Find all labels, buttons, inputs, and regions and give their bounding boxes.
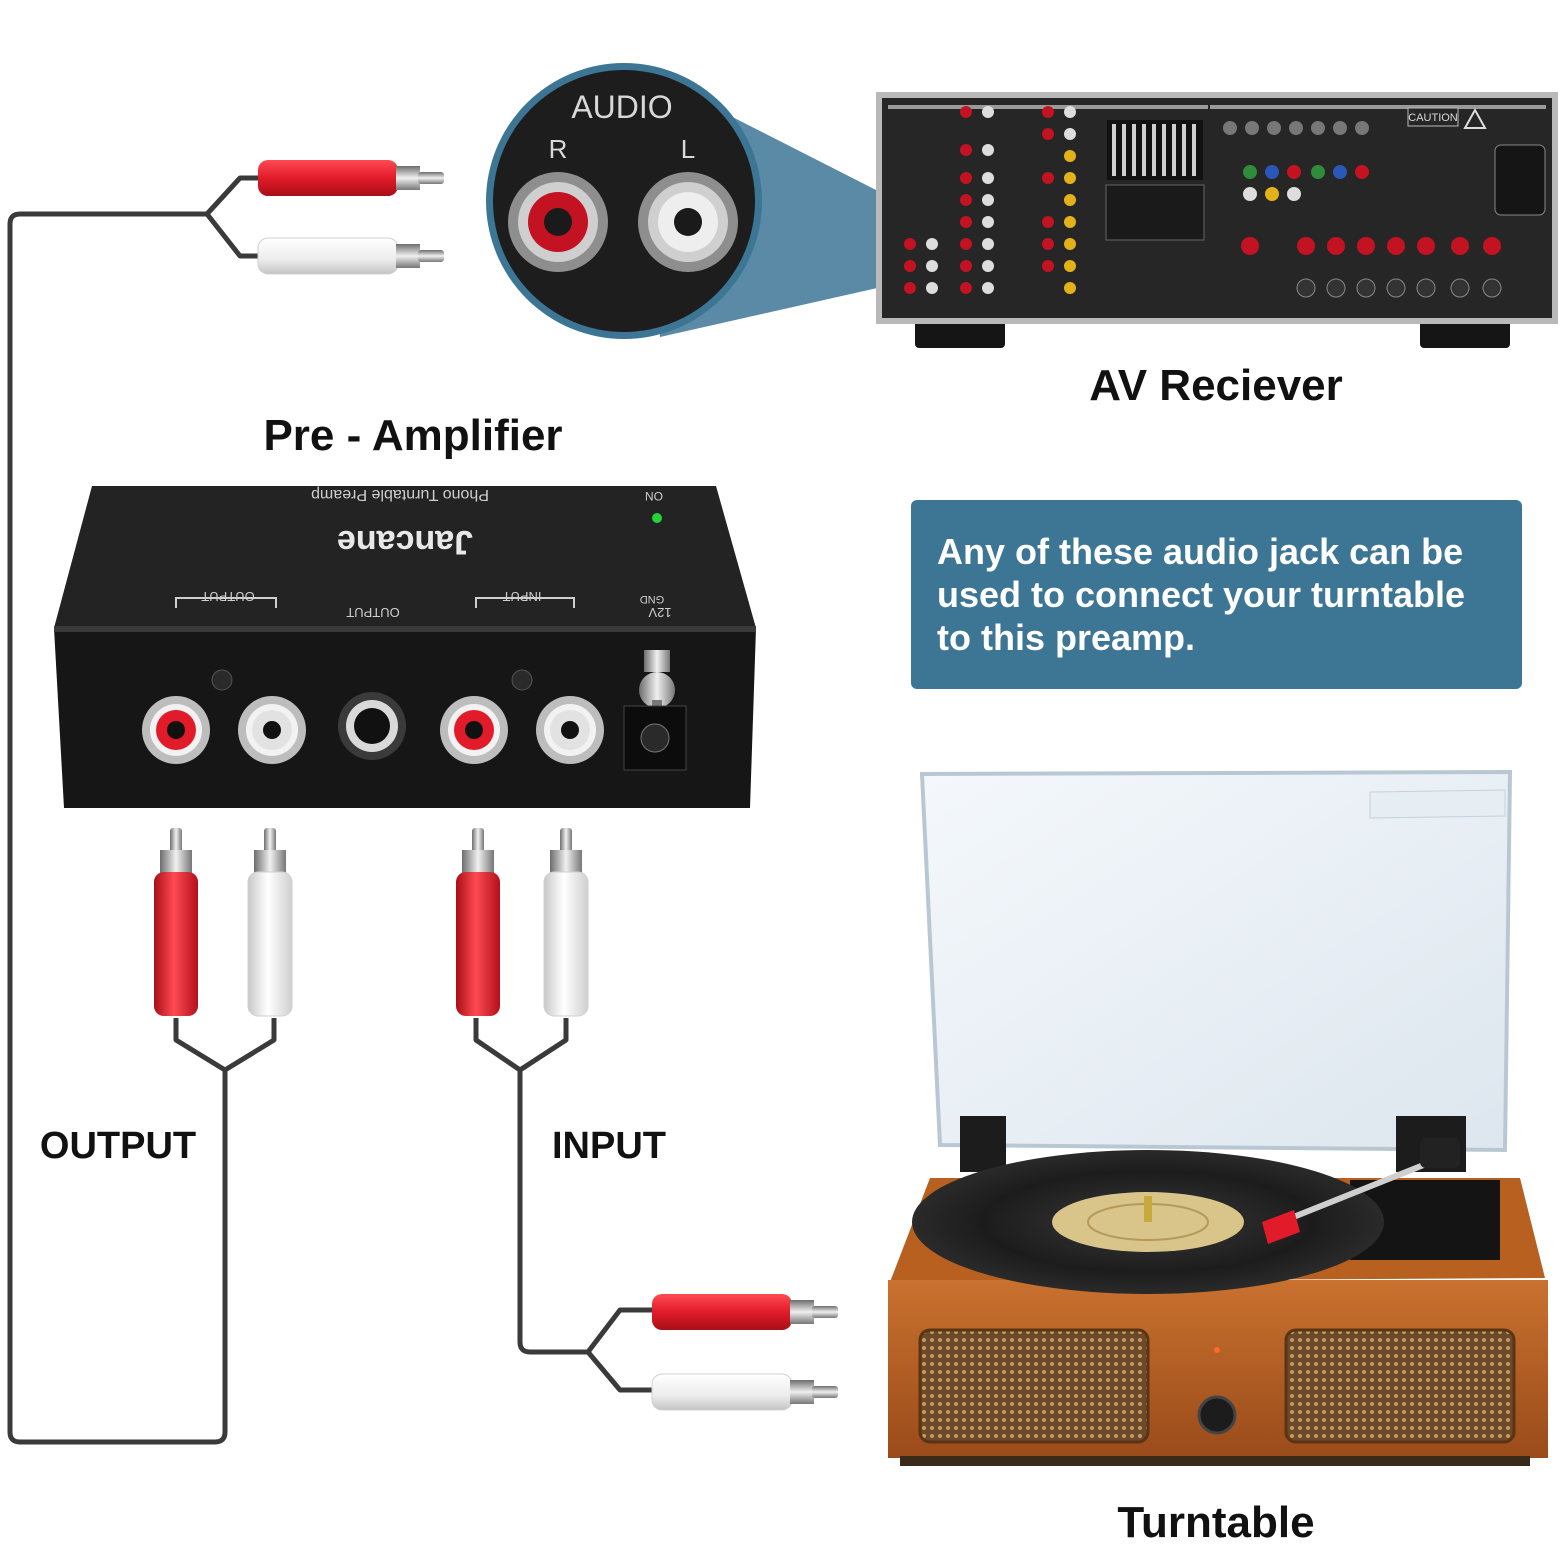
- screw-icon: [211, 669, 233, 691]
- input-cable: [473, 1018, 660, 1393]
- preamp-device: Jancane Phono Turntable Preamp ON OUTPUT…: [54, 486, 756, 808]
- zoom-audio-title: AUDIO: [571, 89, 672, 125]
- preamp-dc-label: 12V: [648, 605, 671, 620]
- rca-plug-red-output: [154, 828, 198, 1016]
- preamp-output-group-label: OUTPUT: [201, 589, 255, 604]
- preamp-model-text: Phono Turntable Preamp: [311, 486, 489, 503]
- output-cable: [7, 175, 277, 1445]
- preamp-input-group-label: INPUT: [502, 589, 541, 604]
- info-callout: Any of these audio jack can be used to c…: [911, 500, 1522, 689]
- rca-plug-red-input: [456, 828, 500, 1016]
- zoom-jack-red: [508, 172, 608, 272]
- preamp-output-jack-r: [142, 696, 210, 764]
- warning-icon: [1463, 107, 1487, 129]
- preamp-headphone-jack: [338, 692, 406, 760]
- volume-knob-icon: [1197, 1395, 1237, 1435]
- dust-cover: [919, 769, 1513, 1153]
- rca-plug-red-top: [258, 160, 444, 196]
- zoom-inset: AUDIO R L: [486, 63, 762, 339]
- preamp-gnd-label: GND: [640, 593, 665, 605]
- preamp-input-jack-l: [536, 696, 604, 764]
- receiver-caution-label: CAUTION: [1408, 112, 1458, 124]
- zoom-r-label: R: [549, 134, 568, 164]
- av-receiver-label: AV Reciever: [1089, 361, 1343, 410]
- dc-power-jack: [623, 705, 687, 771]
- turntable: [888, 769, 1548, 1466]
- screw-icon: [511, 669, 533, 691]
- preamp-output-jack-l: [238, 696, 306, 764]
- rca-plug-white-input: [543, 828, 589, 1017]
- output-label: OUTPUT: [40, 1125, 196, 1167]
- power-led-icon: [652, 513, 662, 523]
- receiver-jacks: [904, 106, 1502, 298]
- ground-terminal: [639, 650, 675, 710]
- input-label: INPUT: [552, 1125, 666, 1167]
- rca-plug-red-turntable: [652, 1294, 838, 1330]
- rca-plug-white-turntable: [651, 1373, 838, 1411]
- preamp-brand: Jancane: [337, 523, 473, 561]
- zoom-jack-white: [638, 172, 738, 272]
- zoom-l-label: L: [681, 134, 695, 164]
- info-callout-text: Any of these audio jack can be used to c…: [937, 531, 1466, 658]
- tonearm-icon: [1284, 1157, 1438, 1223]
- pre-amplifier-label: Pre - Amplifier: [263, 411, 562, 460]
- av-receiver: CAUTION: [876, 92, 1558, 348]
- rca-plug-white-top: [257, 237, 444, 275]
- preamp-input-jack-r: [440, 696, 508, 764]
- turntable-label: Turntable: [1117, 1498, 1314, 1547]
- preamp-power-label: ON: [645, 489, 663, 503]
- preamp-mono-output-label: OUTPUT: [346, 605, 400, 620]
- rca-plug-white-output: [247, 828, 293, 1017]
